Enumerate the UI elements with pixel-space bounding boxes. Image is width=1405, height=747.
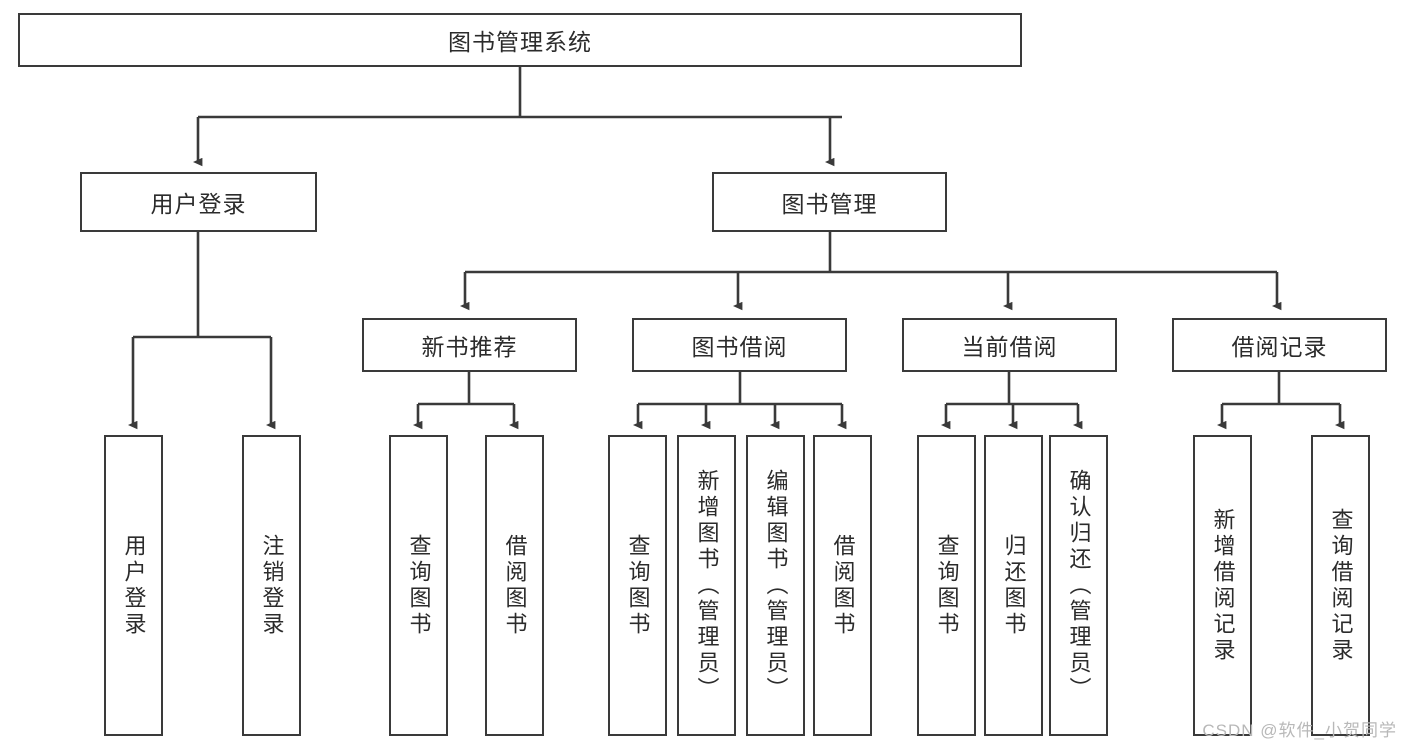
node-label: 图书借阅 <box>691 334 788 360</box>
leaf-book-borrow-borrow[interactable]: 借阅图书 <box>813 435 872 736</box>
node-label: 新书推荐 <box>421 334 518 360</box>
node-label: 查询借阅记录 <box>1328 507 1354 664</box>
node-label: 注销登录 <box>259 533 285 638</box>
node-label: 查询图书 <box>934 533 960 638</box>
node-book-management[interactable]: 图书管理 <box>712 172 947 232</box>
node-new-book-recommend[interactable]: 新书推荐 <box>362 318 577 372</box>
node-label: 新增图书（管理员） <box>694 468 720 703</box>
leaf-borrow-record-query[interactable]: 查询借阅记录 <box>1311 435 1370 736</box>
leaf-book-borrow-edit[interactable]: 编辑图书（管理员） <box>746 435 805 736</box>
node-label: 编辑图书（管理员） <box>763 468 789 703</box>
leaf-user-login-logout[interactable]: 注销登录 <box>242 435 301 736</box>
node-label: 查询图书 <box>625 533 651 638</box>
leaf-book-borrow-add[interactable]: 新增图书（管理员） <box>677 435 736 736</box>
node-label: 新增借阅记录 <box>1210 507 1236 664</box>
node-label: 确认归还（管理员） <box>1066 468 1092 703</box>
node-label: 用户登录 <box>121 533 147 638</box>
leaf-borrow-record-add[interactable]: 新增借阅记录 <box>1193 435 1252 736</box>
leaf-book-borrow-query[interactable]: 查询图书 <box>608 435 667 736</box>
leaf-current-borrow-query[interactable]: 查询图书 <box>917 435 976 736</box>
node-label: 借阅记录 <box>1231 334 1328 360</box>
node-label: 当前借阅 <box>961 334 1058 360</box>
node-label: 用户登录 <box>150 191 247 217</box>
watermark-credit: CSDN @软件_小贺同学 <box>1202 721 1397 740</box>
node-user-login[interactable]: 用户登录 <box>80 172 317 232</box>
leaf-new-book-query[interactable]: 查询图书 <box>389 435 448 736</box>
node-book-borrow[interactable]: 图书借阅 <box>632 318 847 372</box>
node-label: 归还图书 <box>1001 533 1027 638</box>
leaf-new-book-borrow[interactable]: 借阅图书 <box>485 435 544 736</box>
leaf-current-borrow-return[interactable]: 归还图书 <box>984 435 1043 736</box>
node-borrow-record[interactable]: 借阅记录 <box>1172 318 1387 372</box>
node-root-system[interactable]: 图书管理系统 <box>18 13 1022 67</box>
leaf-user-login-login[interactable]: 用户登录 <box>104 435 163 736</box>
node-current-borrow[interactable]: 当前借阅 <box>902 318 1117 372</box>
node-label: 借阅图书 <box>502 533 528 638</box>
node-label: 图书管理 <box>781 191 878 217</box>
leaf-current-borrow-confirm-return[interactable]: 确认归还（管理员） <box>1049 435 1108 736</box>
node-label: 查询图书 <box>406 533 432 638</box>
node-label: 借阅图书 <box>830 533 856 638</box>
node-label: 图书管理系统 <box>448 29 592 55</box>
